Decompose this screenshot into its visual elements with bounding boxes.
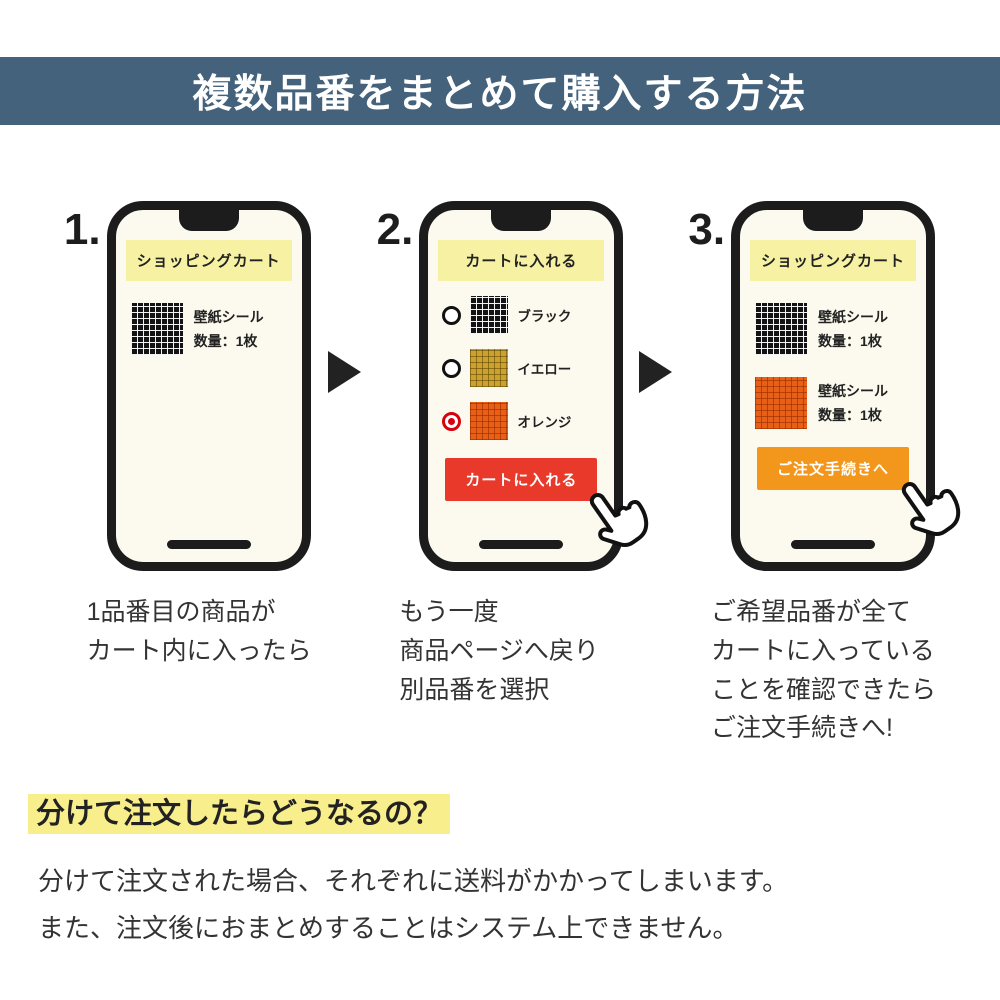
phone-notch [178, 209, 239, 231]
screen-title-add-to-cart: カートに入れる [438, 240, 605, 281]
radio-unselected-icon[interactable] [442, 305, 462, 325]
screen-title-shopping-cart: ショッピングカート [750, 240, 917, 281]
note-heading: 分けて注文したらどうなるの？ [28, 790, 1000, 834]
page-title: 複数品番をまとめて購入する方法 [192, 73, 808, 116]
item-name: 壁紙シール [818, 308, 889, 325]
item-name: 壁紙シール [193, 308, 264, 325]
item-qty: 数量：1枚 [193, 333, 258, 349]
step-3-caption: ご希望品番が全て カートに入っている ことを確認できたら ご注文手続きへ! [711, 593, 936, 748]
checkout-button[interactable]: ご注文手続きへ [757, 447, 910, 490]
caption-line: もう一度 [399, 598, 499, 626]
swatch-orange-icon [470, 402, 509, 440]
item-qty: 数量：1枚 [818, 407, 882, 423]
step-1-body: ショッピングカート 壁紙シール 数量：1枚 1品番目の商品が カート内に入ったら [87, 201, 312, 671]
swatch-orange-icon [755, 377, 808, 429]
color-option-orange[interactable]: オレンジ [442, 402, 614, 440]
phone-notch [491, 209, 552, 231]
step-1-caption: 1品番目の商品が カート内に入ったら [87, 593, 312, 671]
step-2-body: カートに入れる ブラック イエロー オレンジ [399, 201, 649, 709]
page: 複数品番をまとめて購入する方法 1. ショッピングカート 壁紙シール 数量：1枚 [0, 57, 1000, 952]
steps-row: 1. ショッピングカート 壁紙シール 数量：1枚 1品番目の商品が [0, 201, 1000, 748]
step-3: 3. ショッピングカート 壁紙シール 数量：1枚 [688, 201, 961, 748]
note-body-line: また、注文後におまとめすることはシステム上できません。 [38, 912, 739, 943]
color-option-yellow[interactable]: イエロー [442, 349, 614, 387]
phone-step-3: ショッピングカート 壁紙シール 数量：1枚 壁紙シール 数量：1枚 [731, 201, 961, 571]
phone-step-2: カートに入れる ブラック イエロー オレンジ [419, 201, 649, 571]
color-option-black[interactable]: ブラック [442, 296, 614, 334]
option-label: イエロー [517, 362, 572, 377]
item-qty: 数量：1枚 [818, 333, 882, 349]
checkout-button-area: ご注文手続きへ [740, 447, 961, 536]
swatch-black-icon [470, 296, 509, 334]
note-body-line: 分けて注文された場合、それぞれに送料がかかってしまいます。 [38, 866, 789, 896]
page-title-banner: 複数品番をまとめて購入する方法 [0, 57, 1000, 125]
arrow-right-icon [327, 351, 361, 393]
step-1-number: 1. [63, 205, 101, 254]
screen-title-shopping-cart: ショッピングカート [125, 240, 292, 281]
swatch-black-icon [755, 303, 808, 355]
cart-item-text: 壁紙シール 数量：1枚 [194, 305, 264, 354]
phone-step-1: ショッピングカート 壁紙シール 数量：1枚 [106, 201, 311, 571]
caption-line: 別品番を選択 [399, 675, 550, 704]
cart-item-text: 壁紙シール 数量：1枚 [818, 305, 888, 354]
phone-home-bar [166, 540, 251, 549]
step-2: 2. カートに入れる ブラック イエロー [376, 201, 649, 709]
option-label: オレンジ [517, 415, 572, 430]
arrow-right-icon [639, 351, 673, 393]
phone-home-bar [479, 540, 564, 549]
caption-line: カートに入っている [711, 636, 935, 665]
cart-item-text: 壁紙シール 数量：1枚 [818, 379, 888, 428]
caption-line: 商品ページへ戻り [399, 636, 599, 665]
item-name: 壁紙シール [818, 382, 889, 399]
step-3-body: ショッピングカート 壁紙シール 数量：1枚 壁紙シール 数量：1枚 [711, 201, 961, 748]
caption-line: 1品番目の商品が [86, 598, 276, 626]
phone-notch [803, 209, 864, 231]
step-2-number: 2. [376, 205, 414, 254]
add-to-cart-button-area: カートに入れる [428, 458, 649, 547]
note-section: 分けて注文したらどうなるの？ 分けて注文された場合、それぞれに送料がかかってしま… [28, 790, 1000, 952]
swatch-yellow-icon [470, 349, 509, 387]
caption-line: カート内に入ったら [86, 636, 312, 665]
caption-line: ご希望品番が全て [711, 598, 912, 626]
option-label: ブラック [517, 309, 572, 324]
step-3-number: 3. [688, 205, 726, 254]
note-body: 分けて注文された場合、それぞれに送料がかかってしまいます。 また、注文後におまと… [38, 858, 1000, 952]
cart-item: 壁紙シール 数量：1枚 [755, 377, 926, 429]
step-2-caption: もう一度 商品ページへ戻り 別品番を選択 [399, 593, 599, 709]
add-to-cart-button[interactable]: カートに入れる [445, 458, 598, 501]
phone-home-bar [791, 540, 876, 549]
caption-line: ことを確認できたら [711, 675, 937, 704]
radio-selected-icon[interactable] [442, 411, 462, 431]
radio-unselected-icon[interactable] [442, 358, 462, 378]
step-1: 1. ショッピングカート 壁紙シール 数量：1枚 1品番目の商品が [64, 201, 312, 671]
swatch-black-icon [130, 303, 183, 355]
cart-item: 壁紙シール 数量：1枚 [130, 303, 302, 355]
cart-item: 壁紙シール 数量：1枚 [755, 303, 926, 355]
note-heading-highlight: 分けて注文したらどうなるの？ [28, 794, 451, 834]
caption-line: ご注文手続きへ! [711, 714, 893, 743]
